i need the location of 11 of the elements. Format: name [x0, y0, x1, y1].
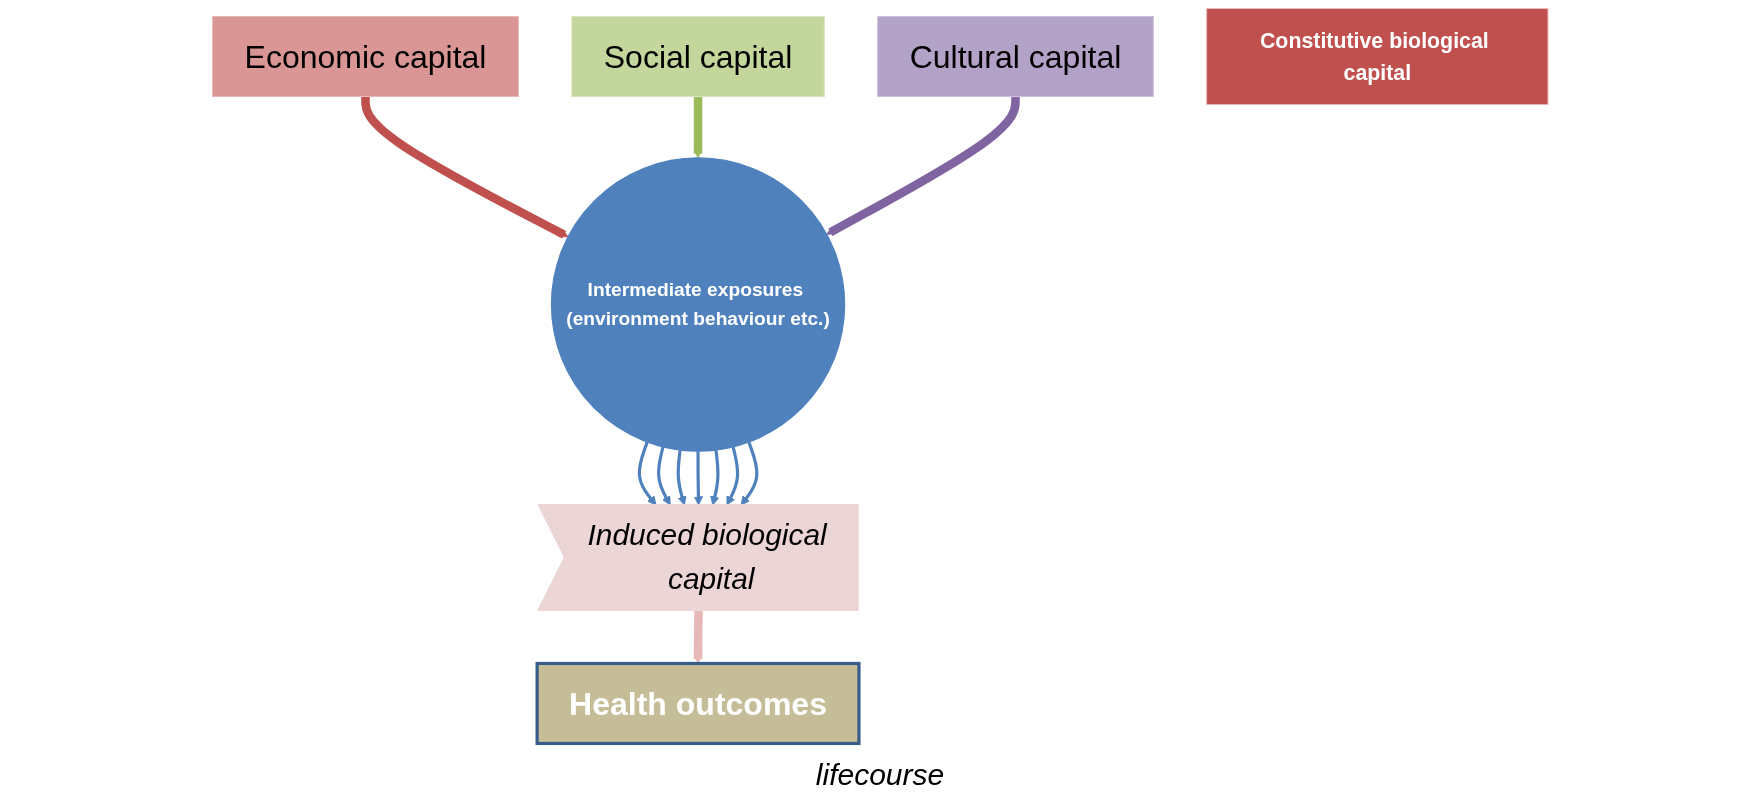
node-circle: Intermediate exposures (environment behaviour etc.): [550, 157, 845, 452]
arrow: [693, 96, 703, 159]
node-box: Social capital: [570, 16, 825, 98]
node-box: Health outcomes: [535, 661, 861, 746]
node-box: Cultural capital: [876, 16, 1154, 98]
axis-caption: lifecourse: [815, 758, 945, 792]
arrow: [693, 610, 703, 664]
arrow: [826, 96, 1020, 236]
node-box: Economic capital: [211, 16, 519, 98]
arrow: [360, 96, 569, 239]
node-box: Constitutive biological capital: [1205, 8, 1549, 106]
